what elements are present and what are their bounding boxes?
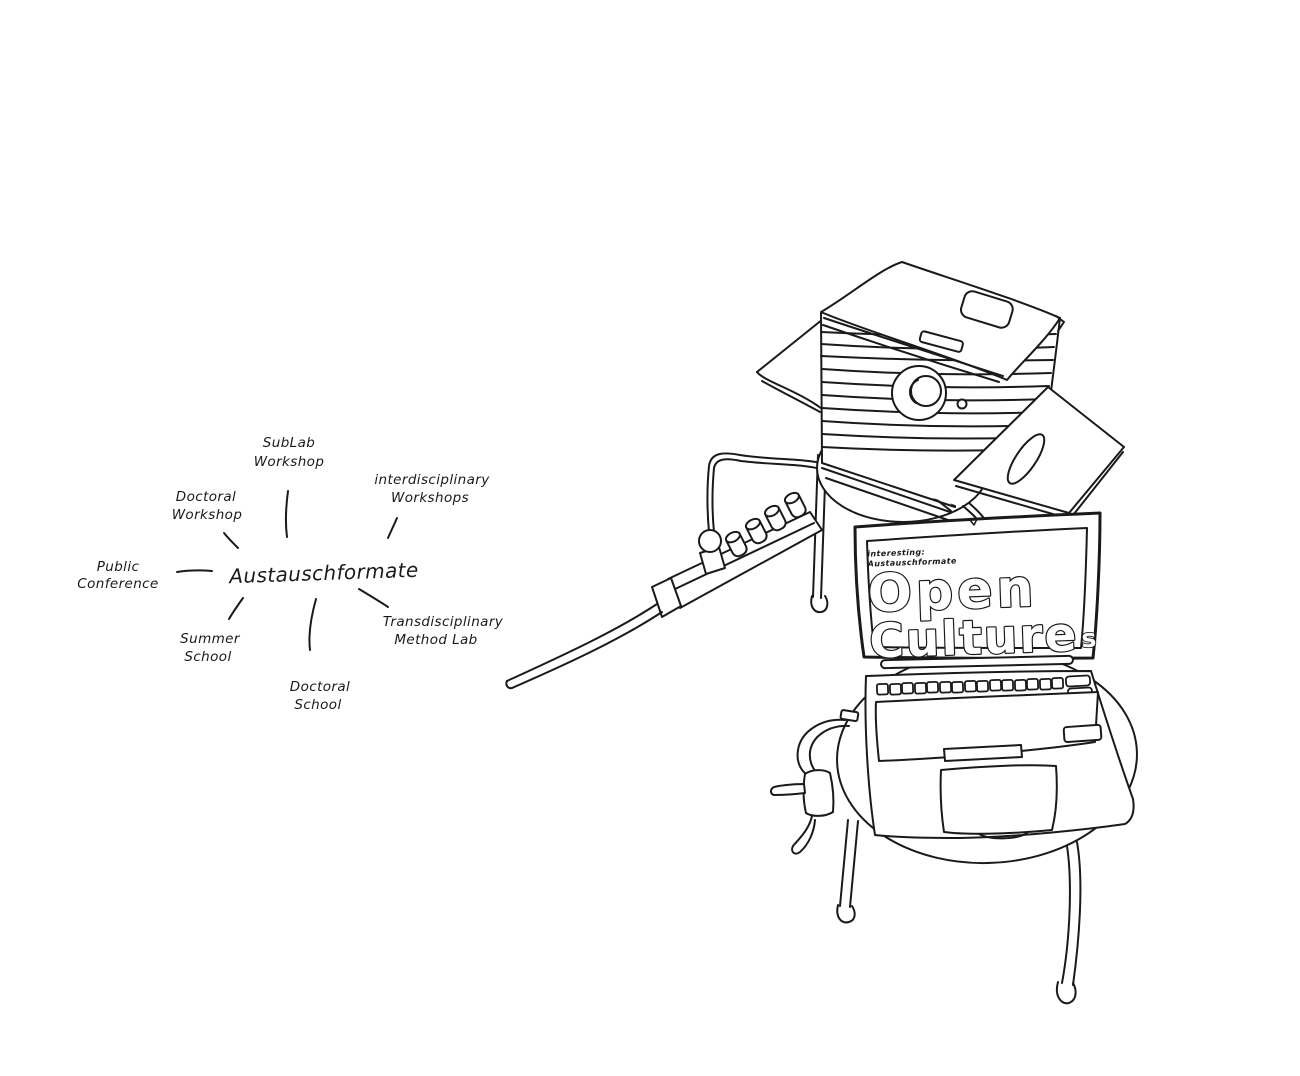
mindmap-label-summer-school: Summer School xyxy=(180,631,241,665)
branch-line-bottom-left xyxy=(228,597,244,620)
mindmap-label-public-conference: Public Conference xyxy=(77,559,158,592)
mindmap-labels: Austauschformate SubLab Workshop interdi… xyxy=(77,435,504,713)
laptop xyxy=(853,511,1135,840)
projector-lens xyxy=(891,365,968,421)
power-strip-outlet xyxy=(783,491,807,519)
laptop-screen-content: interesting: Austauschformate Open Cultu… xyxy=(866,548,1098,671)
plug-cable-ring xyxy=(698,529,722,553)
keyboard-key-large xyxy=(1062,723,1103,744)
svg-text:Culture: Culture xyxy=(868,607,1079,669)
svg-text:Doctoral: Doctoral xyxy=(176,489,236,505)
charger-prong-bar xyxy=(770,783,806,796)
svg-text:SubLab: SubLab xyxy=(263,435,315,451)
laptop-hinge xyxy=(880,654,1074,670)
power-strip-end-cap xyxy=(651,577,682,618)
svg-text:Austauschformate: Austauschformate xyxy=(867,556,958,568)
svg-text:Workshop: Workshop xyxy=(172,507,243,523)
webcam-mark xyxy=(969,518,978,526)
svg-text:Open: Open xyxy=(867,559,1039,625)
branch-line-top xyxy=(284,490,289,538)
branch-line-bottom xyxy=(308,598,317,651)
power-strip xyxy=(505,491,823,690)
svg-text:Transdisciplinary: Transdisciplinary xyxy=(383,614,504,630)
projector-led xyxy=(956,398,968,410)
svg-text:interesting:: interesting: xyxy=(867,548,925,559)
screen-title-bubble-text: Open Culture s xyxy=(866,557,1098,670)
laptop-charger xyxy=(770,709,860,855)
projector-power-cable xyxy=(706,452,828,533)
scene-drawing: interesting: Austauschformate Open Cultu… xyxy=(505,261,1138,1005)
svg-text:Public: Public xyxy=(97,559,140,575)
right-board xyxy=(953,386,1125,520)
deck-front-notch xyxy=(978,832,1028,840)
projector xyxy=(820,261,1065,383)
screen-note: interesting: Austauschformate xyxy=(867,548,958,569)
power-strip-outlet xyxy=(744,517,768,545)
charger-brick xyxy=(802,769,835,817)
power-strip-outlet xyxy=(724,530,748,558)
laptop-screen-bezel xyxy=(866,527,1088,649)
svg-text:Conference: Conference xyxy=(77,576,158,592)
charger-cable-loop xyxy=(791,815,816,855)
board-handle-hole xyxy=(1006,433,1046,485)
upper-stool-foot xyxy=(810,595,829,614)
stool-foot xyxy=(836,904,856,924)
mindmap-label-interdisciplinary-workshops: interdisciplinary Workshops xyxy=(374,472,490,506)
svg-text:School: School xyxy=(184,649,231,665)
branch-line-top-left xyxy=(223,532,239,549)
mindmap-diagram xyxy=(176,490,398,651)
svg-text:s: s xyxy=(1081,624,1097,654)
branch-line-top-right xyxy=(387,517,398,539)
deck-slot xyxy=(943,744,1023,762)
charger-connector xyxy=(839,709,860,723)
branch-line-left xyxy=(176,569,213,573)
svg-text:Workshops: Workshops xyxy=(391,490,469,506)
projector-label-patch xyxy=(959,290,1014,329)
mindmap-label-transdisciplinary-method-lab: Transdisciplinary Method Lab xyxy=(383,614,504,648)
svg-text:Summer: Summer xyxy=(180,631,241,647)
projector-vent-slot xyxy=(918,330,964,353)
mindmap-center-label: Austauschformate xyxy=(227,558,419,589)
mindmap-label-sublab-workshop: SubLab Workshop xyxy=(254,435,325,470)
mindmap-label-doctoral-workshop: Doctoral Workshop xyxy=(172,489,243,523)
keyboard-function-row xyxy=(875,674,1094,701)
mindmap-label-doctoral-school: Doctoral School xyxy=(290,679,350,713)
svg-text:School: School xyxy=(294,697,341,713)
svg-text:Workshop: Workshop xyxy=(254,454,325,470)
power-strip-cord xyxy=(505,603,663,690)
power-strip-outlet xyxy=(763,504,787,532)
stool-foot xyxy=(1056,981,1077,1005)
trackpad xyxy=(939,764,1058,835)
svg-text:Method Lab: Method Lab xyxy=(394,632,477,648)
svg-text:interdisciplinary: interdisciplinary xyxy=(374,472,490,488)
branch-line-bottom-right xyxy=(358,588,389,608)
svg-text:Doctoral: Doctoral xyxy=(290,679,350,695)
keyboard-block xyxy=(874,691,1099,762)
lower-stool-legs xyxy=(836,819,1082,1005)
